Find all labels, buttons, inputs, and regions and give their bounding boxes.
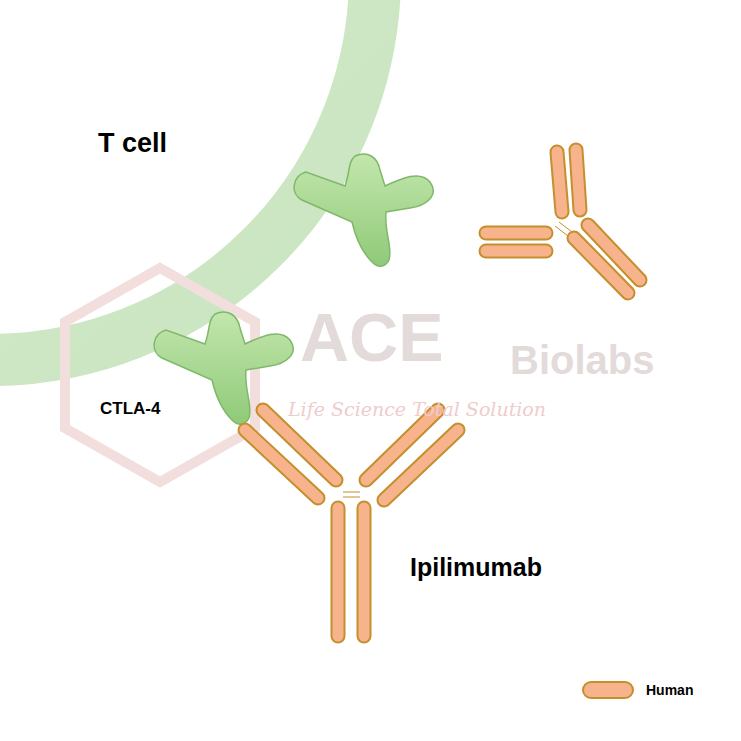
legend-swatch: [583, 682, 633, 698]
receptor-label: CTLA-4: [100, 399, 160, 419]
legend-text: Human: [646, 682, 693, 698]
watermark-text: Biolabs: [510, 338, 654, 383]
cell-label: T cell: [98, 128, 167, 159]
watermark-tagline: Life Science Total Solution: [288, 398, 546, 420]
antibody: [486, 150, 640, 293]
legend-swatch-holder: [581, 680, 635, 700]
watermark-text: ACE: [300, 298, 444, 376]
ctla4-receptor: [154, 312, 293, 424]
antibody: [245, 410, 458, 636]
ctla4-receptor: [294, 154, 433, 266]
antibody-label: Ipilimumab: [410, 553, 542, 582]
